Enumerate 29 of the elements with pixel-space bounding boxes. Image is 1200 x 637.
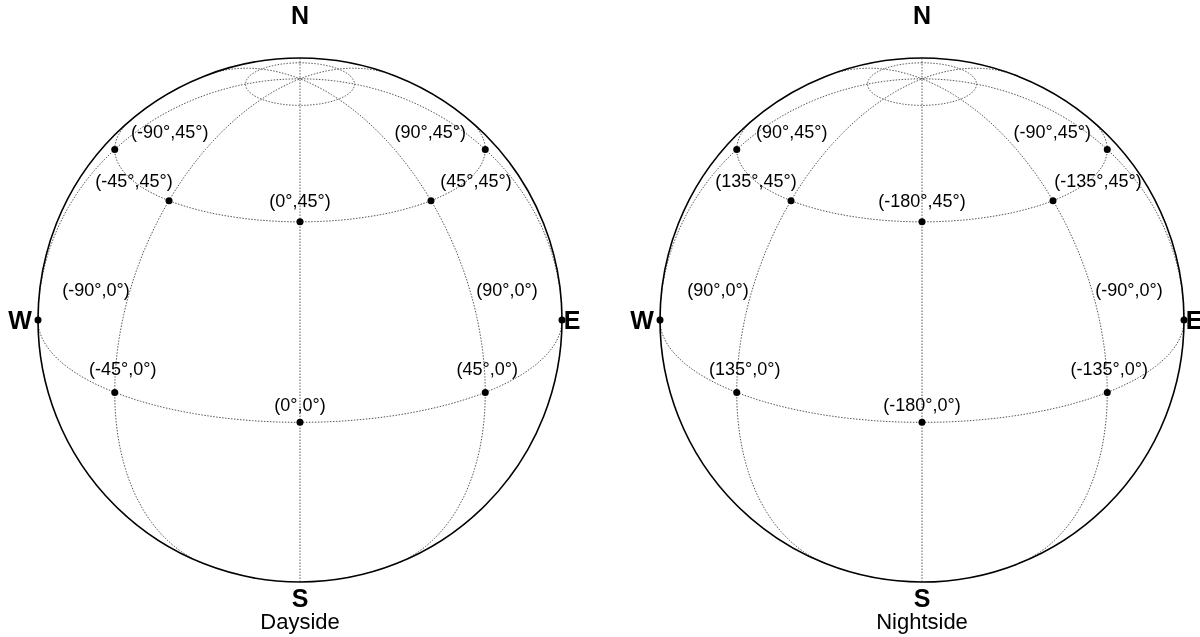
coordinate-label: (0°,45°) xyxy=(269,191,331,210)
coordinate-label: (90°,0°) xyxy=(687,281,749,299)
coordinate-label: (-45°,0°) xyxy=(89,360,157,379)
hemisphere-caption: Nightside xyxy=(876,611,968,633)
compass-label: S xyxy=(913,585,931,611)
coordinate-label: (-90°,45°) xyxy=(1013,123,1091,142)
compass-label: S xyxy=(291,585,309,611)
coordinate-label: (0°,0°) xyxy=(274,396,326,415)
coordinate-label: (135°,45°) xyxy=(715,171,797,190)
coordinate-label: (-90°,45°) xyxy=(131,123,209,142)
coordinate-label: (135°,0°) xyxy=(709,360,781,379)
hemisphere-caption: Dayside xyxy=(260,611,340,633)
compass-label: N xyxy=(290,2,310,28)
compass-label: W xyxy=(630,307,654,333)
compass-label: W xyxy=(8,307,32,333)
coordinate-label: (-135°,45°) xyxy=(1054,171,1142,190)
coordinate-label: (45°,0°) xyxy=(456,360,518,379)
coordinate-label: (-180°,0°) xyxy=(883,396,961,415)
coordinate-label: (-90°,0°) xyxy=(62,281,130,299)
coordinate-label: (90°,45°) xyxy=(756,123,828,142)
compass-label: N xyxy=(912,2,932,28)
coordinate-label: (45°,45°) xyxy=(440,171,512,190)
coordinate-label: (-135°,0°) xyxy=(1070,360,1148,379)
coordinate-label: (90°,45°) xyxy=(394,123,466,142)
coordinate-label: (90°,0°) xyxy=(476,281,538,299)
coordinate-label: (-45°,45°) xyxy=(95,171,173,190)
coordinate-label: (-90°,0°) xyxy=(1095,281,1163,299)
coordinate-label: (-180°,45°) xyxy=(878,191,966,210)
compass-label: E xyxy=(563,307,581,333)
